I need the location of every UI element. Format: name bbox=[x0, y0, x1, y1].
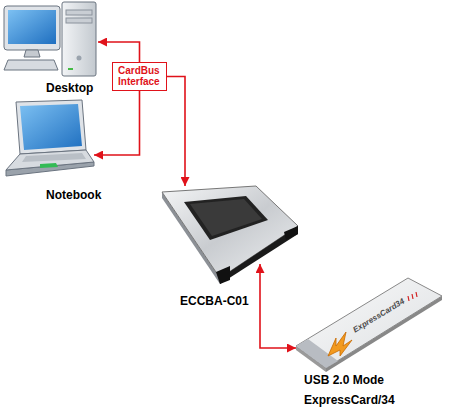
red-connector bbox=[167, 77, 185, 187]
desktop-icon bbox=[4, 2, 96, 76]
desktop-node: Desktop bbox=[4, 2, 98, 78]
node-label: Notebook bbox=[46, 188, 101, 202]
node-label: USB 2.0 Mode bbox=[304, 373, 384, 387]
cardbus-adapter bbox=[162, 186, 298, 284]
expresscard bbox=[296, 278, 442, 372]
adapter-node: ECCBA-C01 bbox=[160, 186, 300, 264]
interface-box: CardBus Interface bbox=[112, 62, 167, 91]
notebook-icon bbox=[6, 100, 94, 176]
interface-label: CardBus Interface bbox=[118, 65, 160, 87]
node-label: ECCBA-C01 bbox=[180, 294, 249, 308]
red-connector bbox=[94, 91, 140, 155]
node-label: ExpressCard/34 bbox=[304, 393, 395, 407]
node-label: Desktop bbox=[46, 81, 93, 95]
notebook-node: Notebook bbox=[2, 100, 94, 178]
red-connector bbox=[98, 42, 140, 62]
red-connector bbox=[260, 264, 296, 348]
